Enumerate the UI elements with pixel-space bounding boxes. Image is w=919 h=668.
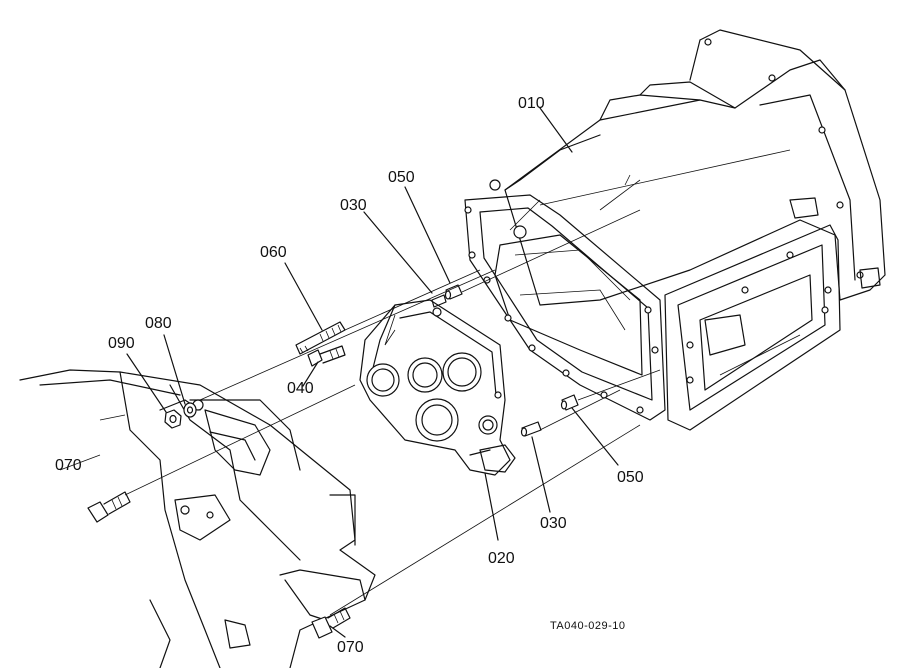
callout-080: 080 [145, 315, 172, 332]
transmission-case-part-010 [464, 29, 886, 431]
bolt-part-070-lower [311, 607, 351, 639]
assembly-axis-lines [124, 199, 661, 616]
callout-040: 040 [287, 380, 314, 397]
callout-050-lower: 050 [617, 469, 644, 486]
callout-070-upper: 070 [55, 457, 82, 474]
callout-030-upper: 030 [340, 197, 367, 214]
clutch-housing [19, 369, 376, 668]
leader-lines [126, 107, 619, 638]
callout-010: 010 [518, 95, 545, 112]
callout-070-lower: 070 [337, 639, 364, 656]
callout-050-upper: 050 [388, 169, 415, 186]
drawing-reference-code: TA040-029-10 [550, 620, 626, 632]
dowel-pin-part-050-upper [444, 284, 463, 300]
pin-part-030-lower [520, 421, 542, 437]
bolt-part-070-upper [87, 491, 131, 523]
callout-090: 090 [108, 335, 135, 352]
callout-030-lower: 030 [540, 515, 567, 532]
dowel-pin-part-050-lower [560, 394, 579, 411]
washer-part-080 [183, 402, 197, 418]
bolt-part-040 [307, 345, 346, 367]
callout-020: 020 [488, 550, 515, 567]
nut-part-090 [164, 409, 182, 429]
callout-060: 060 [260, 244, 287, 261]
front-cover-part-020 [359, 299, 516, 476]
pin-part-030-upper [431, 294, 447, 308]
